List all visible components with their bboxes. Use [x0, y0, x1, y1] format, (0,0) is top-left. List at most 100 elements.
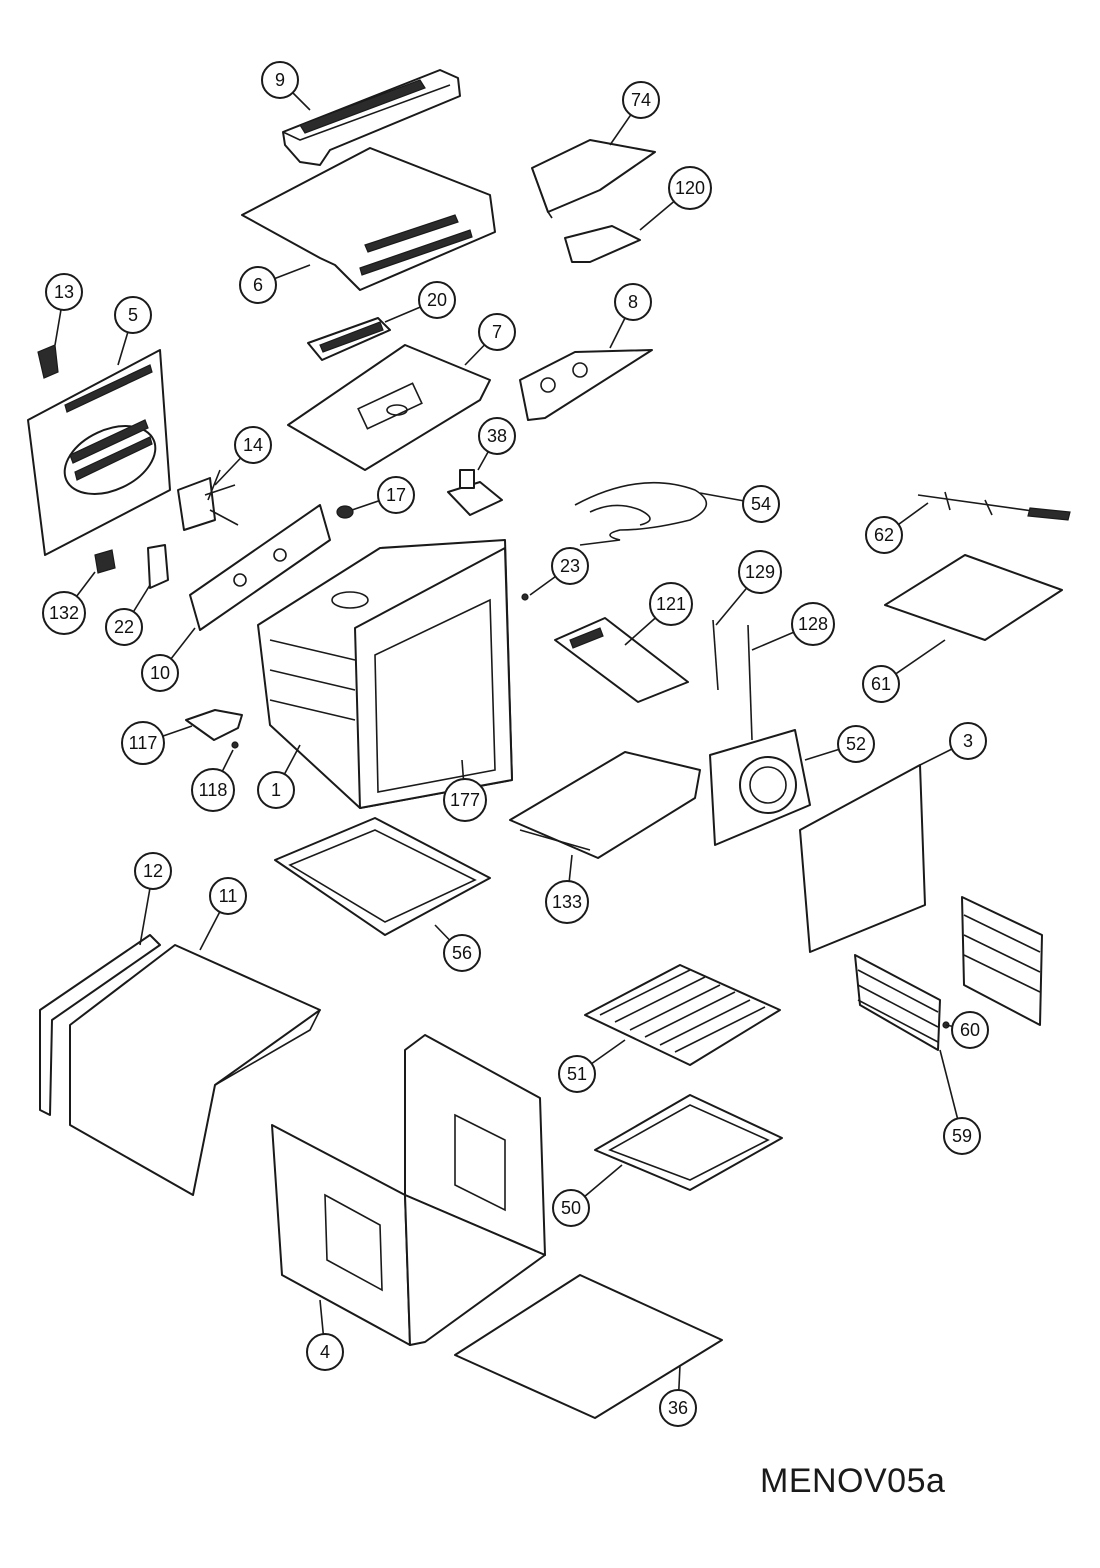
part-129-rod [712, 619, 719, 691]
callout-74: 74 [609, 81, 660, 146]
callout-circle [478, 313, 516, 351]
callout-circle [141, 654, 179, 692]
callout-number: 177 [450, 790, 480, 810]
callout-circle [551, 547, 589, 585]
part-38-lamp [447, 469, 503, 516]
callout-17: 17 [351, 476, 415, 514]
callout-number: 17 [386, 485, 406, 505]
callout-4: 4 [306, 1299, 344, 1371]
callout-circle [443, 934, 481, 972]
callout-10: 10 [141, 627, 196, 692]
part-51-wire-shelf [584, 964, 781, 1066]
callout-number: 14 [243, 435, 263, 455]
callout-circle [614, 283, 652, 321]
callout-number: 129 [745, 562, 775, 582]
part-50-baking-tray [594, 1094, 783, 1191]
callout-circle [837, 725, 875, 763]
callout-number: 61 [871, 674, 891, 694]
callout-circle [45, 273, 83, 311]
part-120-trim [564, 225, 641, 263]
callout-133: 133 [545, 854, 589, 924]
part-23-screw [521, 593, 529, 601]
callout-38: 38 [477, 417, 516, 471]
callout-number: 62 [874, 525, 894, 545]
callout-54: 54 [699, 485, 780, 523]
part-59-shelf-support-right [961, 896, 1043, 1026]
part-6-top-panel [241, 147, 496, 291]
callout-13: 13 [45, 273, 83, 346]
callout-circle [418, 281, 456, 319]
callout-circle [121, 721, 165, 765]
callout-number: 7 [492, 322, 502, 342]
callout-circle [659, 1389, 697, 1427]
callout-132: 132 [42, 571, 96, 635]
callout-circle [949, 722, 987, 760]
callout-118: 118 [191, 749, 235, 812]
callout-177: 177 [443, 759, 487, 822]
callout-117: 117 [121, 721, 193, 765]
part-117-hinge [185, 709, 243, 741]
part-22-thermostat [147, 544, 169, 589]
callout-number: 22 [114, 617, 134, 637]
callout-1: 1 [257, 744, 301, 809]
part-9-top-trim [282, 69, 461, 166]
callout-circle [134, 852, 172, 890]
part-20-fan-motor [307, 317, 391, 361]
part-36-bottom-plate [454, 1274, 723, 1419]
part-17-knob [336, 505, 354, 519]
callout-circle [552, 1189, 590, 1227]
callout-circle [478, 417, 516, 455]
callout-number: 23 [560, 556, 580, 576]
callout-circle [649, 582, 693, 626]
part-62-rotisserie [917, 491, 1071, 521]
callout-number: 60 [960, 1020, 980, 1040]
callout-circle [105, 608, 143, 646]
callout-circle [865, 516, 903, 554]
callout-number: 133 [552, 892, 582, 912]
part-128-rod [747, 624, 753, 741]
callout-51: 51 [558, 1039, 626, 1093]
callout-number: 51 [567, 1064, 587, 1084]
part-74-trim [531, 139, 656, 219]
part-7-inner-plate [287, 344, 491, 471]
callout-121: 121 [624, 582, 693, 646]
callout-36: 36 [659, 1364, 697, 1427]
callout-20: 20 [384, 281, 456, 323]
callout-number: 4 [320, 1342, 330, 1362]
callout-5: 5 [114, 296, 152, 366]
part-121-control-unit [554, 617, 689, 703]
callout-circle [862, 665, 900, 703]
callout-number: 74 [631, 90, 651, 110]
callout-60: 60 [945, 1011, 989, 1049]
callout-61: 61 [862, 639, 946, 703]
callout-3: 3 [919, 722, 987, 766]
callout-circle [209, 877, 247, 915]
callout-number: 13 [54, 282, 74, 302]
callout-number: 52 [846, 734, 866, 754]
callout-6: 6 [239, 264, 311, 304]
callout-circle [668, 166, 712, 210]
callout-number: 56 [452, 943, 472, 963]
part-10-control-bracket [189, 504, 331, 631]
callout-circle [791, 602, 835, 646]
diagram-code: MENOV05a [760, 1462, 946, 1500]
part-13-cable [37, 344, 59, 379]
callout-circle [545, 880, 589, 924]
callout-52: 52 [804, 725, 875, 763]
callout-circle [951, 1011, 989, 1049]
callout-62: 62 [865, 502, 929, 554]
callout-11: 11 [199, 877, 247, 951]
callout-59: 59 [939, 1049, 981, 1155]
callout-circle [306, 1333, 344, 1371]
callout-number: 132 [49, 603, 79, 623]
callout-number: 38 [487, 426, 507, 446]
callout-number: 10 [150, 663, 170, 683]
callout-number: 36 [668, 1398, 688, 1418]
part-1-oven-cavity [257, 539, 513, 809]
part-8-side-bracket [519, 349, 653, 421]
callout-number: 3 [963, 731, 973, 751]
part-56-drawer [274, 817, 491, 936]
